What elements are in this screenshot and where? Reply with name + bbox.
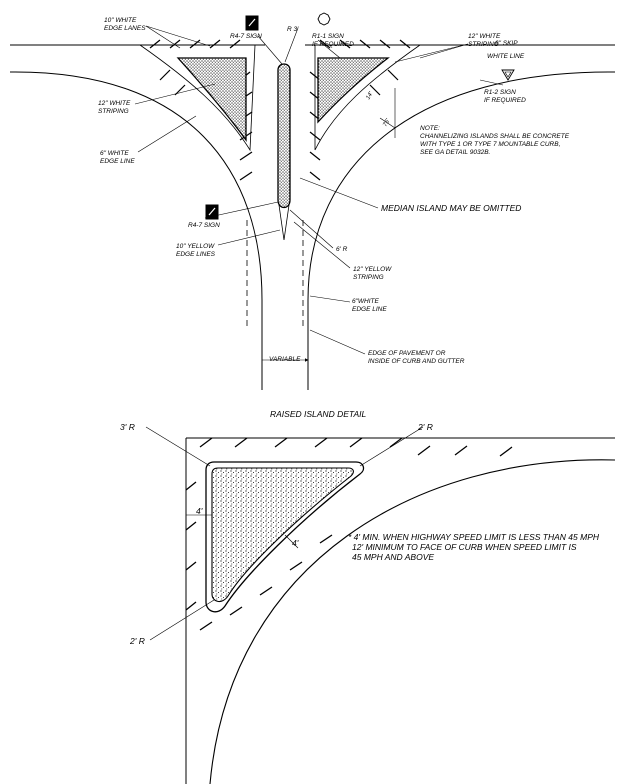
r1-2-yield-sign-icon — [501, 69, 515, 81]
label-yellow-edge-1: 10" YELLOW — [176, 243, 215, 250]
detail-hatch — [185, 437, 513, 631]
label-edge-pavement-1: EDGE OF PAVEMENT OR — [368, 350, 446, 357]
label-median-island: MEDIAN ISLAND MAY BE OMITTED — [381, 203, 522, 213]
label-white-skip-2: STRIPING — [468, 41, 499, 48]
right-hatch-band — [314, 44, 422, 151]
label-r1-1-sign-1: R1-1 SIGN — [312, 33, 344, 40]
note-line-1: CHANNELIZING ISLANDS SHALL BE CONCRETE — [420, 133, 570, 140]
right-hatch-lines — [309, 39, 411, 181]
label-white-edge-line-right-2: EDGE LINE — [352, 306, 387, 313]
left-return-outer — [9, 71, 263, 390]
label-white-skip-4: WHITE LINE — [487, 53, 525, 60]
detail-note-3: 45 MPH AND ABOVE — [352, 552, 435, 562]
label-2-r-bottom: 2' R — [130, 636, 145, 646]
r1-1-stop-sign-icon — [317, 12, 331, 26]
label-white-edge-line-left-1: 6" WHITE — [100, 150, 129, 157]
label-yellow-striping-1: 12" YELLOW — [353, 266, 392, 273]
note-line-2: WITH TYPE 1 OR TYPE 7 MOUNTABLE CURB, — [420, 141, 561, 148]
detail-island — [211, 467, 354, 602]
top-plan — [9, 12, 616, 390]
detail-island-outer — [205, 461, 365, 613]
label-3-r: 3' R — [120, 422, 135, 432]
label-variable: VARIABLE — [269, 356, 301, 363]
r4-7-sign-bottom-icon — [205, 204, 219, 220]
right-channel-island — [317, 57, 390, 124]
note-heading: NOTE: — [420, 125, 440, 132]
label-yellow-striping-2: STRIPING — [353, 274, 384, 281]
label-white-edge-line-left-2: EDGE LINE — [100, 158, 135, 165]
label-r-3: R 3' — [287, 26, 299, 33]
label-edge-pavement-2: INSIDE OF CURB AND GUTTER — [368, 358, 465, 365]
left-hatch-band — [138, 44, 256, 152]
label-dim-4-diag: 4' — [292, 538, 299, 548]
raised-island-detail — [145, 426, 616, 784]
label-white-edge-lanes-2: EDGE LANES — [104, 25, 146, 32]
label-r1-1-sign-2: IF REQUIRED — [312, 41, 354, 48]
label-white-skip-3: 6" SKIP — [495, 40, 518, 47]
label-r4-7-sign-bottom: R4-7 SIGN — [188, 222, 220, 229]
label-white-edge-lanes-1: 10" WHITE — [104, 17, 137, 24]
label-white-striping-left-1: 12" WHITE — [98, 100, 131, 107]
label-r4-7-sign-top: R4-7 SIGN — [230, 33, 262, 40]
detail-note-1: * 4' MIN. WHEN HIGHWAY SPEED LIMIT IS LE… — [348, 532, 600, 542]
label-r1-2-sign-2: IF REQUIRED — [484, 97, 526, 104]
detail-curb-return — [209, 459, 616, 784]
median-nose — [278, 204, 290, 241]
label-dim-4-left: 4' — [196, 506, 203, 516]
label-r-6: 6' R — [336, 246, 348, 253]
median-island — [277, 63, 291, 209]
label-yellow-edge-2: EDGE LINES — [176, 251, 216, 258]
note-line-3: SEE GA DETAIL 9032B. — [420, 149, 491, 156]
detail-note-2: 12' MINIMUM TO FACE OF CURB WHEN SPEED L… — [352, 542, 577, 552]
leader-lines — [134, 25, 504, 355]
right-return-outer — [307, 71, 616, 390]
label-white-striping-left-2: STRIPING — [98, 108, 129, 115]
left-channel-island — [176, 57, 247, 142]
label-r1-2-sign-1: R1-2 SIGN — [484, 89, 516, 96]
label-2-r-top: 2' R — [418, 422, 433, 432]
label-white-skip-1: 12" WHITE — [468, 33, 501, 40]
r4-7-sign-top-icon — [245, 15, 259, 31]
detail-title: RAISED ISLAND DETAIL — [270, 409, 367, 419]
label-white-edge-line-right-1: 6"WHITE — [352, 298, 379, 305]
